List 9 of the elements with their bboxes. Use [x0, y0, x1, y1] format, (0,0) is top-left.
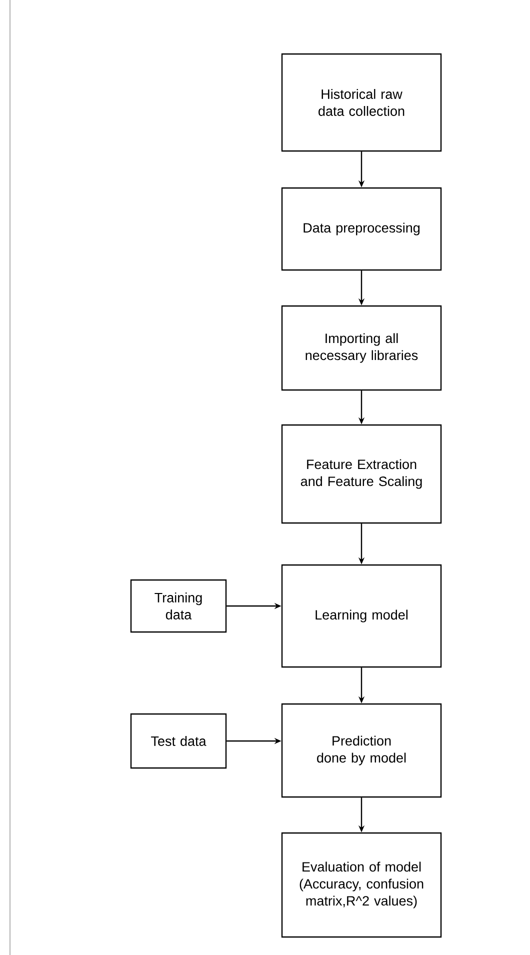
process-box: Historical raw data collection — [281, 53, 442, 152]
process-box: Importing all necessary libraries — [281, 305, 442, 391]
process-box: Data preprocessing — [281, 187, 442, 271]
process-box: Prediction done by model — [281, 703, 442, 798]
process-box: Test data — [130, 713, 227, 769]
process-box: Evaluation of model (Accuracy, confusion matrix,R^2 values) — [281, 832, 442, 938]
process-box: Feature Extraction and Feature Scaling — [281, 424, 442, 524]
process-box: Learning model — [281, 564, 442, 668]
process-box: Training data — [130, 579, 227, 633]
